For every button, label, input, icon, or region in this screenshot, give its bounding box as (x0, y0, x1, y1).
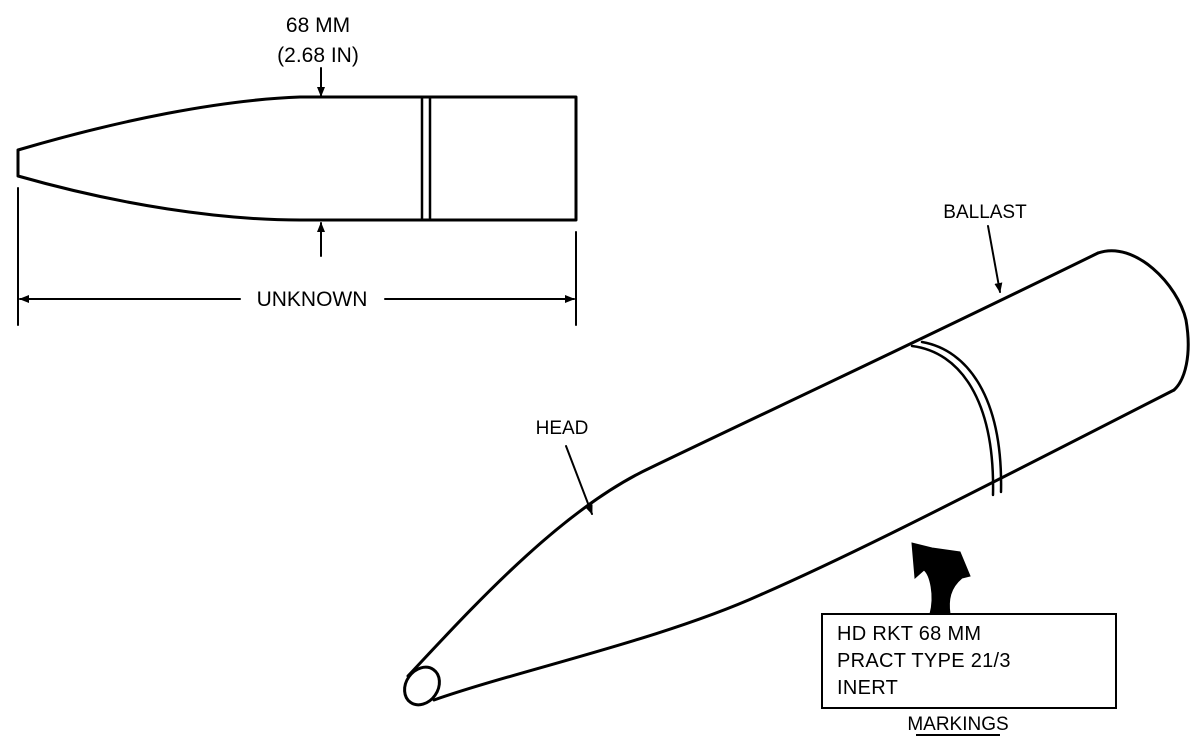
nose-tip (403, 665, 441, 707)
markings-box: HD RKT 68 MM PRACT TYPE 21/3 INERT MARKI… (821, 613, 1117, 736)
iso-rear-end (1096, 249, 1190, 392)
markings-line-1: HD RKT 68 MM (837, 623, 981, 645)
diameter-in-label: (2.68 IN) (277, 44, 359, 67)
markings-pointer-arrow (911, 542, 971, 615)
iso-ring-line-1 (910, 344, 995, 497)
iso-upper-profile (406, 251, 1100, 678)
diameter-mm-label: 68 MM (286, 14, 350, 37)
iso-lower-profile (432, 388, 1176, 702)
length-label: UNKNOWN (257, 288, 368, 311)
head-label: HEAD (536, 418, 589, 439)
markings-box-frame (821, 613, 1117, 709)
ballast-leader (987, 225, 1003, 293)
markings-line-2: PRACT TYPE 21/3 (837, 650, 1011, 672)
markings-line-3: INERT (837, 677, 898, 699)
side-view: 68 MM (2.68 IN) UNKNOWN (16, 14, 578, 326)
markings-caption: MARKINGS (907, 714, 1008, 735)
head-leader (565, 445, 593, 515)
iso-ring-line-2 (920, 340, 1003, 494)
ballast-label: BALLAST (943, 202, 1027, 223)
isometric-view: BALLAST HEAD (403, 202, 1190, 707)
side-view-outline (16, 95, 578, 222)
